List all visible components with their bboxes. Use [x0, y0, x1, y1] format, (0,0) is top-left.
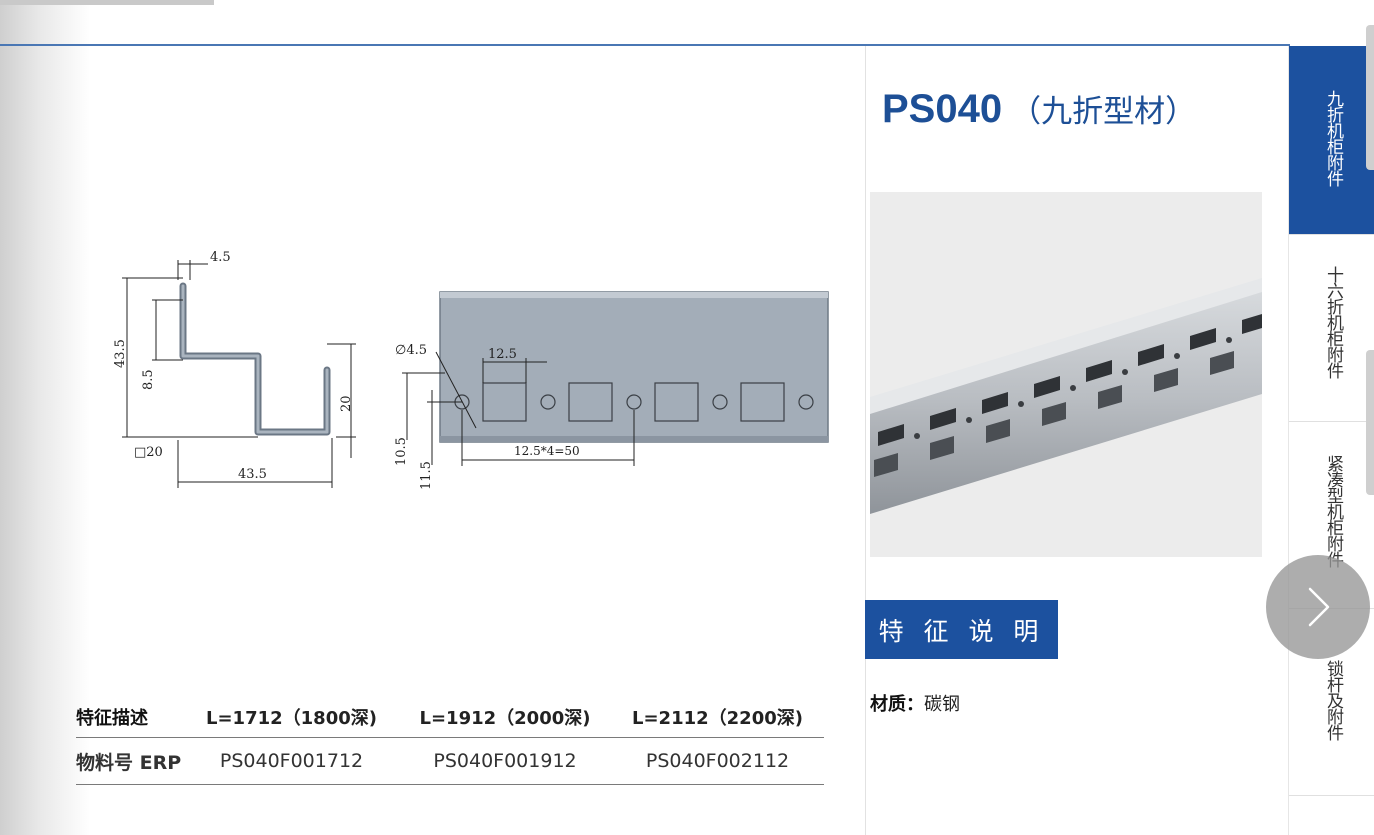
product-photo: [870, 192, 1262, 557]
feature-description-button[interactable]: 特 征 说 明: [865, 600, 1058, 659]
left-edge-shadow: [0, 0, 90, 835]
sidebar-item-label: 紧凑型机柜附件: [1323, 455, 1343, 567]
erp-code-cell: PS040F002112: [611, 737, 824, 785]
sidebar-item-label: 十六折机柜附件: [1323, 266, 1343, 378]
spec-table-header-row: 特征描述 L=1712（1800深) L=1912（2000深) L=2112（…: [76, 697, 824, 738]
sidebar-item-label: 九折机柜附件: [1323, 90, 1343, 186]
dim-bottom-width: 43.5: [238, 467, 267, 482]
table-row: 物料号 ERP PS040F001712 PS040F001912 PS040F…: [76, 737, 824, 785]
dim-hole: ∅4.5: [395, 343, 427, 358]
profile-cross-section: [179, 282, 331, 436]
spec-header-cell: 特征描述: [76, 697, 184, 738]
next-button[interactable]: [1266, 555, 1370, 659]
erp-code-cell: PS040F001712: [184, 737, 399, 785]
sidebar-item-nine-fold[interactable]: 九折机柜附件: [1289, 46, 1374, 235]
dim-height: 43.5: [113, 339, 128, 368]
material-value: 碳钢: [924, 694, 960, 715]
top-tab-remnant: [0, 0, 214, 5]
sidebar-item-lock-bar[interactable]: 锁杆及附件: [1289, 608, 1374, 796]
dim-top-width: 4.5: [210, 250, 231, 265]
dim-span: 12.5*4=50: [514, 444, 580, 458]
product-code: PS040: [882, 87, 1003, 131]
edge-scroll-tab[interactable]: [1366, 25, 1374, 170]
spec-header-cell: L=2112（2200深): [611, 697, 824, 738]
dim-right-height: 20: [339, 395, 354, 412]
spec-header-cell: L=1712（1800深): [184, 697, 399, 738]
spec-header-cell: L=1912（2000深): [399, 697, 611, 738]
profile-rail-image: [870, 278, 1262, 514]
dim-step: 8.5: [141, 369, 156, 390]
product-subtitle: （九折型材）: [1010, 94, 1197, 130]
erp-code-cell: PS040F001912: [399, 737, 611, 785]
erp-label-cell: 物料号 ERP: [76, 737, 184, 785]
material-label: 材质：: [870, 694, 924, 715]
header-rule: [0, 44, 1290, 46]
sidebar-item-label: 锁杆及附件: [1323, 660, 1343, 740]
dim-pitch: 12.5: [488, 347, 517, 362]
edge-scroll-tab[interactable]: [1366, 350, 1374, 495]
dim-offset-2: 11.5: [419, 461, 434, 490]
profile-technical-drawing: 4.5 43.5 8.5 20 □20 43.5: [113, 250, 829, 490]
chevron-right-icon: [1308, 587, 1330, 627]
column-divider: [865, 46, 866, 835]
dim-square: □20: [134, 445, 163, 460]
category-sidebar: 九折机柜附件 十六折机柜附件 紧凑型机柜附件 锁杆及附件: [1288, 46, 1374, 835]
product-title: PS040（九折型材）: [882, 86, 1196, 132]
dim-offset-1: 10.5: [394, 437, 409, 466]
material-info: 材质：碳钢: [870, 690, 960, 716]
sidebar-item-sixteen-fold[interactable]: 十六折机柜附件: [1289, 234, 1374, 422]
spec-table: 特征描述 L=1712（1800深) L=1912（2000深) L=2112（…: [76, 697, 824, 785]
